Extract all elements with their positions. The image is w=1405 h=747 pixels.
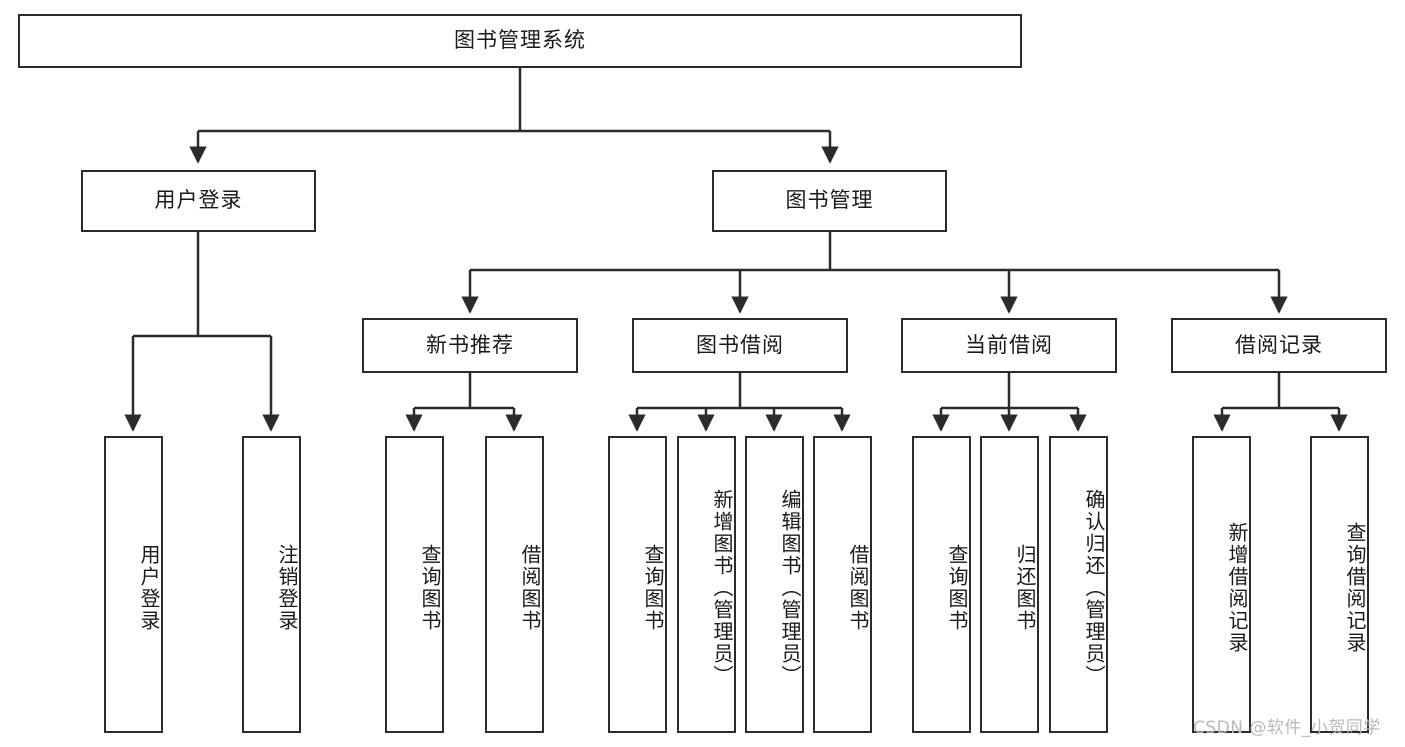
node-label: 查询借阅记录 — [1343, 521, 1367, 654]
node-label: 归还图书 — [1013, 543, 1037, 632]
node-book-borrow[interactable]: 图书借阅 — [632, 318, 848, 373]
node-label: 图书管理系统 — [454, 28, 586, 53]
leaf-user-login-logout[interactable]: 注销登录 — [242, 436, 301, 733]
leaf-new-book-query[interactable]: 查询图书 — [385, 436, 444, 733]
node-label: 借阅图书 — [846, 543, 870, 632]
node-borrow-record[interactable]: 借阅记录 — [1171, 318, 1387, 373]
node-label: 当前借阅 — [965, 332, 1053, 357]
node-label: 图书管理 — [785, 188, 874, 213]
node-label: 新书推荐 — [426, 332, 514, 357]
leaf-book-borrow-add[interactable]: 新增图书（管理员） — [677, 436, 736, 733]
node-label: 注销登录 — [275, 543, 299, 632]
node-label: 新增图书（管理员） — [710, 488, 734, 687]
node-label: 新增借阅记录 — [1225, 521, 1249, 654]
node-new-book-recommend[interactable]: 新书推荐 — [362, 318, 578, 373]
leaf-borrow-record-add[interactable]: 新增借阅记录 — [1192, 436, 1251, 733]
node-label: 借阅图书 — [518, 543, 542, 632]
node-label: 图书借阅 — [696, 332, 784, 357]
node-label: 查询图书 — [418, 543, 442, 632]
leaf-user-login-login[interactable]: 用户登录 — [104, 436, 163, 733]
node-label: 借阅记录 — [1235, 332, 1323, 357]
leaf-book-borrow-edit[interactable]: 编辑图书（管理员） — [745, 436, 804, 733]
watermark: CSDN @软件_小贺同学 — [1193, 718, 1381, 738]
node-label: 用户登录 — [154, 188, 243, 213]
leaf-book-borrow-borrow[interactable]: 借阅图书 — [813, 436, 872, 733]
leaf-current-borrow-query[interactable]: 查询图书 — [912, 436, 971, 733]
node-user-login[interactable]: 用户登录 — [81, 170, 316, 232]
leaf-book-borrow-query[interactable]: 查询图书 — [608, 436, 667, 733]
node-book-management[interactable]: 图书管理 — [712, 170, 947, 232]
node-root-book-management-system[interactable]: 图书管理系统 — [18, 14, 1022, 68]
node-current-borrow[interactable]: 当前借阅 — [901, 318, 1117, 373]
node-label: 查询图书 — [945, 543, 969, 632]
node-label: 编辑图书（管理员） — [778, 488, 802, 687]
node-label: 用户登录 — [137, 543, 161, 632]
leaf-new-book-borrow[interactable]: 借阅图书 — [485, 436, 544, 733]
node-label: 确认归还（管理员） — [1082, 488, 1106, 687]
leaf-borrow-record-query[interactable]: 查询借阅记录 — [1310, 436, 1369, 733]
leaf-current-borrow-return[interactable]: 归还图书 — [980, 436, 1039, 733]
leaf-current-borrow-confirm-return[interactable]: 确认归还（管理员） — [1049, 436, 1108, 733]
node-label: 查询图书 — [641, 543, 665, 632]
